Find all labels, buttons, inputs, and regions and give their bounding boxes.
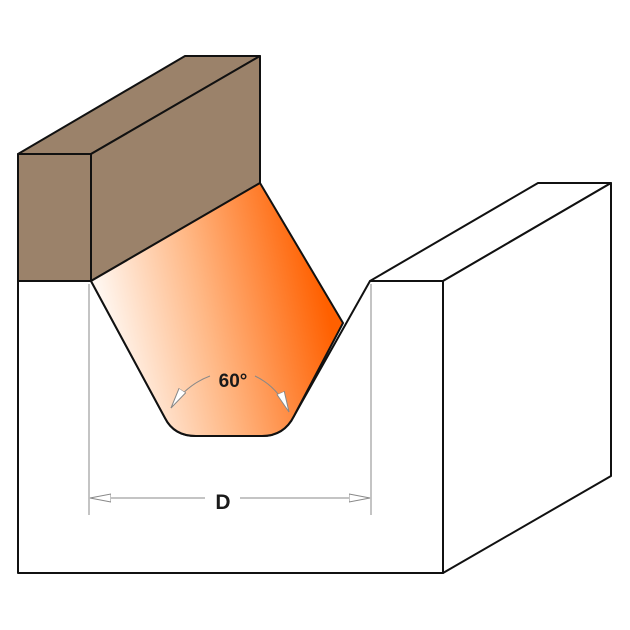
diameter-label: D: [215, 491, 230, 514]
angle-arc-right: [254, 375, 289, 412]
angle-arc-left: [171, 375, 211, 408]
angle-label: 60°: [219, 371, 248, 392]
workpiece-side-face: [442, 182, 612, 574]
wood-block-front-face: [17, 153, 92, 282]
v-cutter-profile: [90, 182, 344, 437]
